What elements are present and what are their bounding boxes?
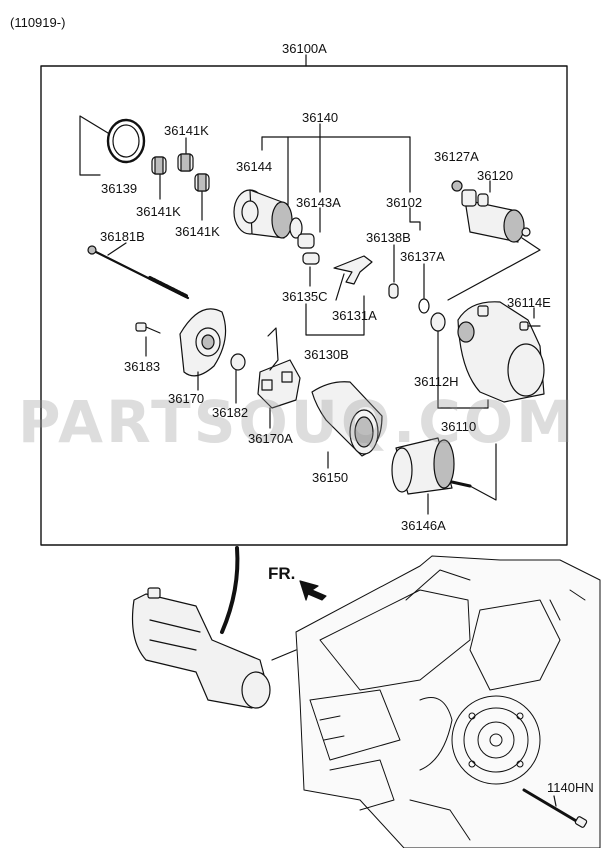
label-36182: 36182 <box>212 405 249 420</box>
o-ring-36139 <box>106 118 146 164</box>
leader-36181b <box>107 242 127 256</box>
label-36146a: 36146A <box>401 518 446 533</box>
label-36100a: 36100A <box>282 41 327 56</box>
leader-36146a-link <box>469 443 497 501</box>
label-36141k-b: 36141K <box>136 204 181 219</box>
label-36141k-c: 36141K <box>175 224 220 239</box>
brush-holder-36170a <box>257 327 301 409</box>
label-36110: 36110 <box>441 419 477 434</box>
label-36114e: 36114E <box>507 295 551 310</box>
leader-assembly-curve <box>220 546 240 634</box>
lever-36131a <box>333 255 373 301</box>
pin-36135c <box>302 252 320 265</box>
solenoid-36120 <box>461 189 531 243</box>
leader-36139 <box>79 115 109 176</box>
label-36137a: 36137A <box>400 249 445 264</box>
label-36181b: 36181B <box>100 229 145 244</box>
label-36183: 36183 <box>124 359 161 374</box>
nut-36127a <box>451 180 463 192</box>
label-36112h: 36112H <box>414 374 459 389</box>
label-1140hn: 1140HN <box>547 780 594 795</box>
label-36138b: 36138B <box>366 230 411 245</box>
assembly-frame <box>40 65 568 546</box>
label-36131a: 36131A <box>332 308 377 323</box>
gear-housing-36144 <box>233 189 303 239</box>
label-36170a: 36170A <box>248 431 293 446</box>
label-36140: 36140 <box>302 110 339 125</box>
screw-36183 <box>135 322 161 334</box>
engine-block <box>295 555 601 848</box>
label-36141k-a: 36141K <box>164 123 209 138</box>
gear-36141k-a <box>151 156 167 175</box>
leader-36110 <box>437 399 489 409</box>
end-cover-36170 <box>179 308 227 377</box>
bushing-36112h <box>430 312 446 332</box>
label-36135c: 36135C <box>282 289 328 304</box>
screw-36114e <box>519 321 541 331</box>
housing-36110 <box>457 301 545 403</box>
gear-36141k-b <box>177 153 194 172</box>
leader-starter-to-engine <box>271 649 297 661</box>
label-36144: 36144 <box>236 159 273 174</box>
shaft-36143a <box>297 207 321 249</box>
label-36127a: 36127A <box>434 149 479 164</box>
date-code: (110919-) <box>10 15 66 30</box>
label-36102: 36102 <box>386 195 423 210</box>
label-36170: 36170 <box>168 391 205 406</box>
leader-36120-link <box>447 237 541 301</box>
label-36150: 36150 <box>312 470 349 485</box>
leader-1140hn <box>553 795 557 807</box>
label-36139: 36139 <box>101 181 138 196</box>
armature-36146a <box>391 437 472 495</box>
bolt-1140hn <box>522 788 588 828</box>
leader-36130b <box>305 295 365 336</box>
gear-36141k-c <box>194 173 210 192</box>
ring-36137a <box>418 298 430 314</box>
bushing-36182 <box>230 353 246 371</box>
label-36120: 36120 <box>477 168 514 183</box>
bolt-36181b <box>87 245 190 300</box>
leader-36138b <box>409 207 421 231</box>
yoke-36150 <box>311 381 383 457</box>
label-36143a: 36143A <box>296 195 341 210</box>
starter-motor-assembled <box>131 587 271 709</box>
pin-36138b <box>388 283 399 299</box>
fr-arrow-icon <box>299 580 327 601</box>
fr-direction-label: FR. <box>268 564 296 583</box>
label-36130b: 36130B <box>304 347 349 362</box>
